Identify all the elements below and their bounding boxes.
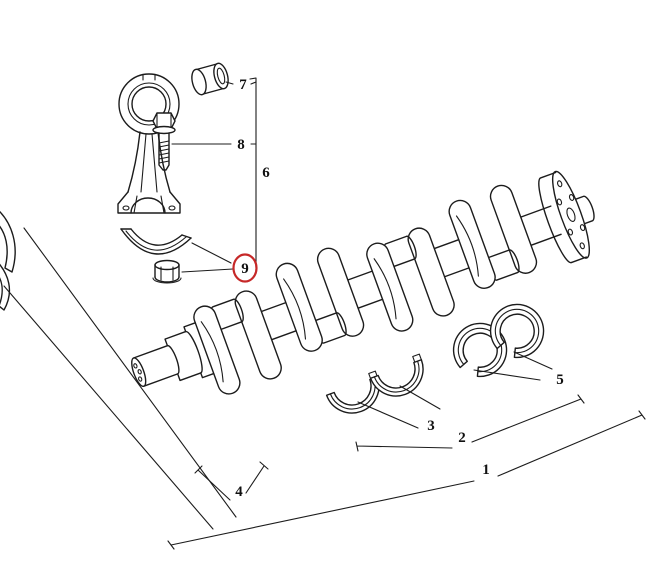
- leader-lines-group3: [357, 385, 441, 429]
- thrust-washer: [447, 317, 513, 383]
- main-bearing-shell: [367, 353, 432, 405]
- callout-bracket-4: [194, 461, 269, 501]
- callout-4: 4: [235, 484, 243, 500]
- connecting-rod-nut: [152, 259, 182, 284]
- bearing-cap-shell: [120, 228, 192, 255]
- connecting-rod-bolt: [152, 112, 176, 171]
- callout-6: 6: [262, 165, 270, 181]
- callout-7: 7: [239, 77, 247, 93]
- callout-bracket-6: [171, 77, 257, 273]
- callout-5: 5: [556, 372, 564, 388]
- edge-partial-bearing: [0, 211, 16, 311]
- callout-bracket-1: [167, 410, 646, 550]
- callout-3: 3: [427, 418, 435, 434]
- connecting-rod: [117, 73, 181, 214]
- crankshaft: [131, 170, 595, 395]
- callout-9: 9: [241, 261, 249, 277]
- flange-bolt-holes: [556, 180, 586, 250]
- leader-lines-group4: [3, 227, 237, 530]
- callout-1: 1: [482, 462, 490, 478]
- callout-bracket-2: [355, 394, 585, 452]
- callout-2: 2: [458, 430, 466, 446]
- snout-holes: [133, 363, 143, 382]
- callout-8: 8: [237, 137, 245, 153]
- leader-lines-group5: [473, 351, 553, 381]
- piston-pin-bushing: [191, 62, 229, 96]
- highlight-ring: [232, 253, 258, 283]
